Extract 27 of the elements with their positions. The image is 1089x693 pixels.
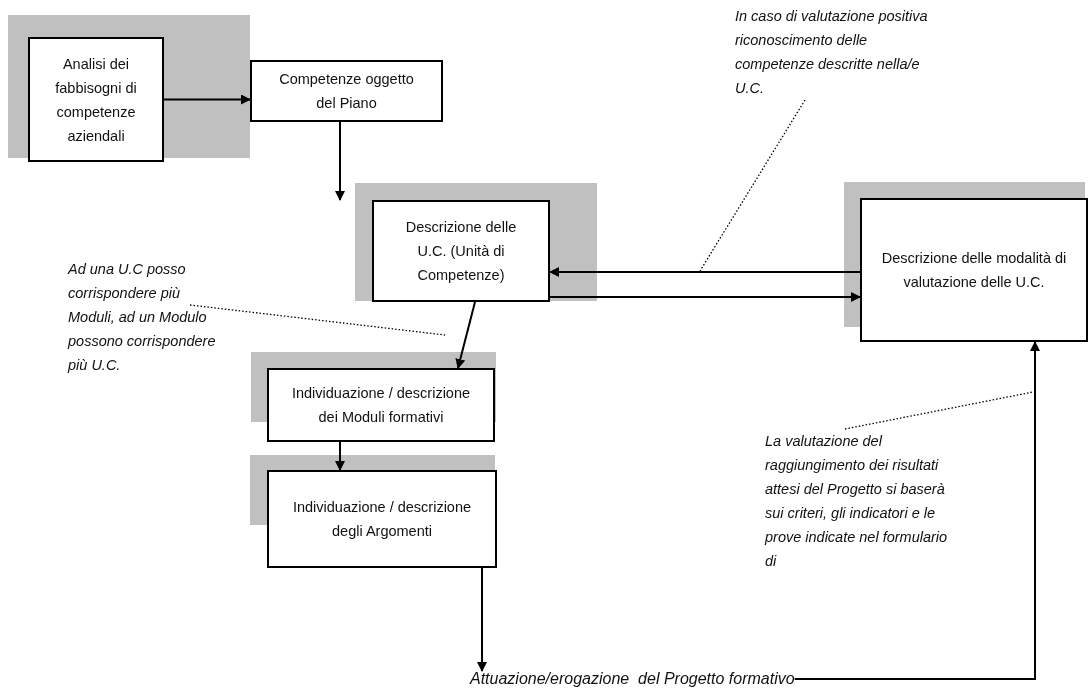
annotation-text: La valutazione del raggiungimento dei risultati attesi del Progetto si baserà sui criteri, gli indicatori e le prove indicate nel formulario di [765, 429, 950, 573]
process-box [28, 37, 164, 162]
box-label: Individuazione / descrizione degli Argomenti [291, 498, 473, 541]
box-label: Descrizione delle modalità di valutazione delle U.C. [880, 249, 1068, 292]
leader-line [699, 99, 806, 272]
annotation-text: Ad una U.C posso corrispondere più Moduli, ad un Modulo possono corrispondere più U.C. [68, 257, 218, 377]
process-box [267, 368, 495, 442]
arrow [793, 341, 1040, 680]
arrow [335, 121, 345, 201]
arrow [477, 567, 487, 672]
leader-line [844, 391, 1034, 430]
annotation-text: In caso di valutazione positiva riconoscimento delle competenze descritte nella/e U.C. [735, 4, 940, 100]
process-box [250, 60, 443, 122]
process-box [372, 200, 550, 302]
process-box [860, 198, 1088, 342]
arrow [549, 292, 861, 302]
arrow [163, 94, 251, 105]
box-label: Analisi dei fabbisogni di competenze aziendali [54, 54, 138, 146]
box-label: Competenze oggetto del Piano [278, 70, 415, 113]
box-label: Individuazione / descrizione dei Moduli formativi [290, 384, 472, 427]
process-text: Attuazione/erogazione del Progetto formativo [470, 667, 795, 691]
arrow [455, 301, 476, 369]
arrow [549, 267, 861, 277]
process-box [267, 470, 497, 568]
box-label: Descrizione delle U.C. (Unità di Competenze) [404, 218, 518, 285]
leader-line [189, 304, 446, 336]
arrow [335, 441, 345, 471]
